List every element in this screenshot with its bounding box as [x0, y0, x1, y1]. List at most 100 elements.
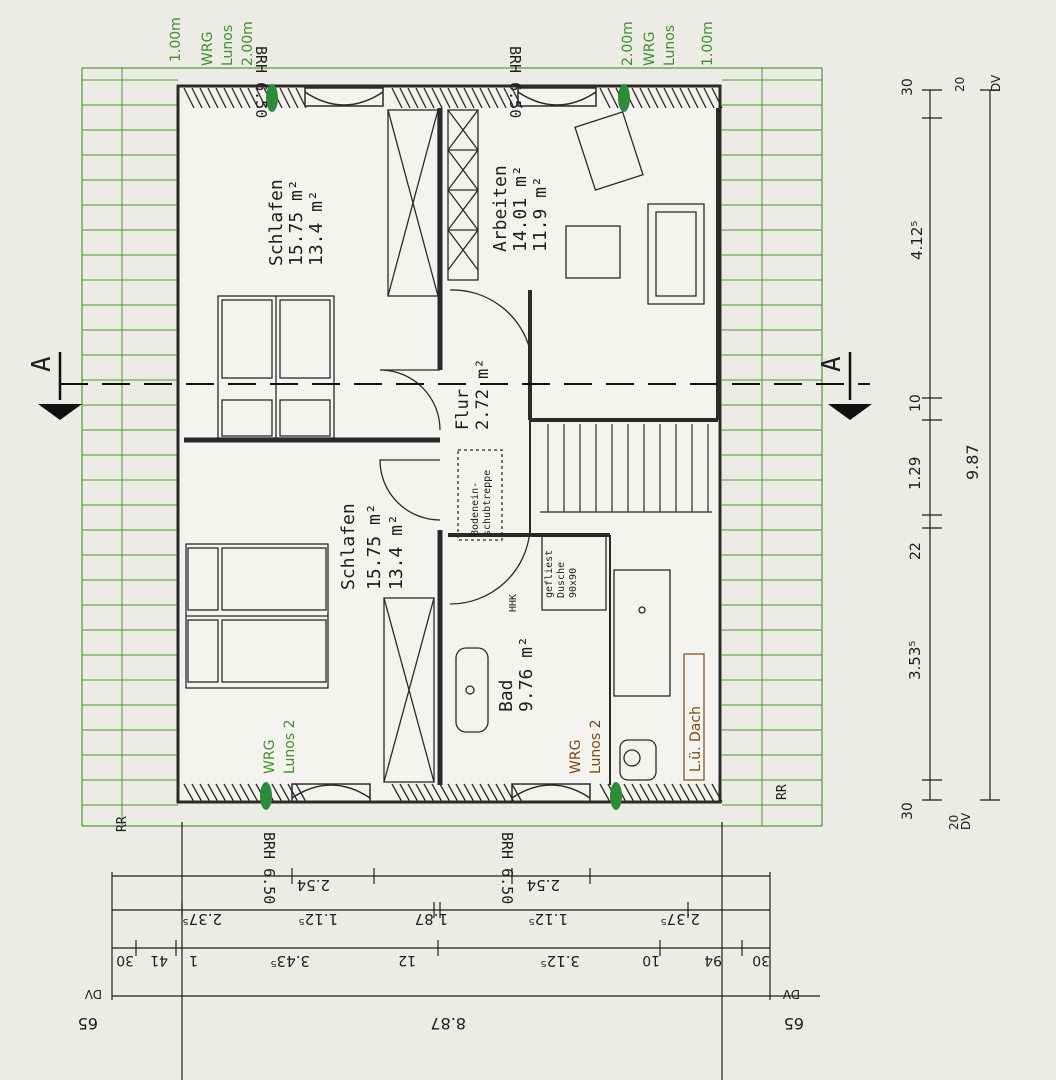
wall-hatch — [391, 783, 403, 803]
wall-hatch — [279, 783, 291, 803]
svg-text:DV: DV — [84, 987, 102, 1001]
svg-text:2.54: 2.54 — [527, 876, 560, 894]
wall-hatch — [239, 87, 251, 109]
svg-text:1.00m: 1.00m — [700, 21, 716, 66]
room-schlafen-bottom: Schlafen 15.75 m² 13.4 m² — [338, 503, 407, 590]
wall-hatch — [679, 87, 691, 109]
wall-hatch — [479, 783, 491, 803]
svg-text:2.37⁵: 2.37⁵ — [661, 910, 700, 928]
wall-hatch — [207, 87, 219, 109]
svg-text:1.12⁵: 1.12⁵ — [299, 910, 338, 928]
shower-label: gefliest Dusche 90x90 — [544, 550, 579, 598]
svg-text:30: 30 — [900, 802, 916, 820]
wall-hatch — [239, 783, 251, 803]
svg-text:Dusche: Dusche — [556, 562, 567, 598]
room-name: Flur — [453, 389, 473, 430]
room-area: 2.72 m² — [473, 358, 493, 430]
wall-hatch — [471, 783, 483, 803]
wall-hatch — [431, 87, 443, 109]
wall-hatch — [391, 87, 403, 109]
svg-text:WRG: WRG — [642, 32, 658, 66]
brh-label-top-right: BRH 6.50 — [506, 46, 524, 118]
wall-hatch — [671, 87, 683, 109]
svg-text:1.29: 1.29 — [906, 457, 924, 490]
svg-text:gefliest: gefliest — [544, 550, 555, 598]
roof-access-box: L.ü. Dach — [683, 653, 705, 781]
wall-hatch — [407, 783, 419, 803]
wall-hatch — [599, 87, 611, 109]
wall-hatch — [695, 783, 707, 803]
room-name: Bad — [496, 679, 517, 712]
wall-hatch — [423, 783, 435, 803]
room-name: Schlafen — [266, 179, 287, 266]
svg-text:DV: DV — [782, 987, 800, 1001]
svg-text:1: 1 — [189, 952, 198, 968]
svg-text:30: 30 — [900, 78, 916, 96]
windows — [291, 87, 597, 803]
wall-hatch — [511, 87, 523, 109]
room-area: 15.75 m² — [286, 179, 307, 266]
svg-text:94: 94 — [704, 952, 722, 968]
svg-text:22: 22 — [908, 542, 924, 560]
wall-hatch — [503, 87, 515, 109]
wall-hatch — [439, 87, 451, 109]
vent-label-top-left: WRG Lunos 2.00m 1.00m — [168, 17, 256, 66]
svg-text:Lunos: Lunos — [220, 25, 236, 66]
wall-hatch — [703, 783, 715, 803]
vent-label-top-right: 2.00m WRG Lunos 1.00m — [620, 21, 716, 66]
svg-text:65: 65 — [78, 1014, 98, 1033]
vent-markers — [260, 84, 630, 810]
wall-hatch — [231, 783, 243, 803]
section-label-right: A — [817, 356, 847, 372]
svg-text:Bodenein-: Bodenein- — [470, 482, 481, 536]
svg-text:1.00m: 1.00m — [168, 17, 184, 62]
room-area: 15.75 m² — [364, 503, 385, 590]
rr-label-left: RR — [115, 816, 130, 832]
svg-text:20: 20 — [947, 815, 961, 830]
wall-hatch — [247, 87, 259, 109]
wall-hatch — [687, 87, 699, 109]
svg-text:30: 30 — [116, 952, 134, 968]
wall-hatch — [415, 783, 427, 803]
wall-hatch — [215, 87, 227, 109]
section-marker-right: A — [817, 352, 872, 420]
building-walls — [176, 84, 723, 804]
wall-hatch — [511, 783, 523, 803]
wall-hatch — [471, 87, 483, 109]
wall-hatch — [647, 783, 659, 803]
dimension-chain-right — [922, 89, 1000, 801]
wall-hatch — [191, 87, 203, 109]
wall-hatch — [671, 783, 683, 803]
svg-text:Lunos: Lunos — [662, 25, 678, 66]
room-area: 14.01 m² — [510, 165, 531, 252]
svg-text:3.12⁵: 3.12⁵ — [541, 952, 580, 970]
wall-hatch — [399, 783, 411, 803]
vent-label-bottom-right: WRG Lunos 2 — [568, 719, 604, 774]
room-schlafen-top: Schlafen 15.75 m² 13.4 m² — [266, 179, 327, 266]
wall-hatch — [655, 783, 667, 803]
svg-text:2.37⁵: 2.37⁵ — [183, 910, 222, 928]
wall-hatch — [495, 87, 507, 109]
room-arbeiten: Arbeiten 14.01 m² 11.9 m² — [490, 165, 551, 252]
svg-text:12: 12 — [398, 952, 416, 968]
wall-hatch — [223, 87, 235, 109]
svg-text:Lunos 2: Lunos 2 — [588, 719, 604, 774]
svg-text:2.54: 2.54 — [297, 876, 330, 894]
wall-hatch — [247, 783, 259, 803]
section-label-left: A — [27, 356, 57, 372]
svg-text:2.00m: 2.00m — [620, 21, 636, 66]
wall-hatch — [447, 87, 459, 109]
room-area-net: 13.4 m² — [306, 190, 327, 266]
brh-label-top-left: BRH 6.50 — [252, 46, 270, 118]
wall-hatch — [487, 783, 499, 803]
wall-hatch — [271, 783, 283, 803]
wall-hatch — [463, 87, 475, 109]
wall-hatch — [487, 87, 499, 109]
wall-hatch — [687, 783, 699, 803]
wall-hatch — [183, 783, 195, 803]
room-name: Schlafen — [338, 503, 359, 590]
svg-text:DV: DV — [959, 812, 973, 830]
svg-text:WRG: WRG — [262, 740, 278, 774]
roof-grid — [81, 67, 823, 827]
wall-hatch — [399, 87, 411, 109]
